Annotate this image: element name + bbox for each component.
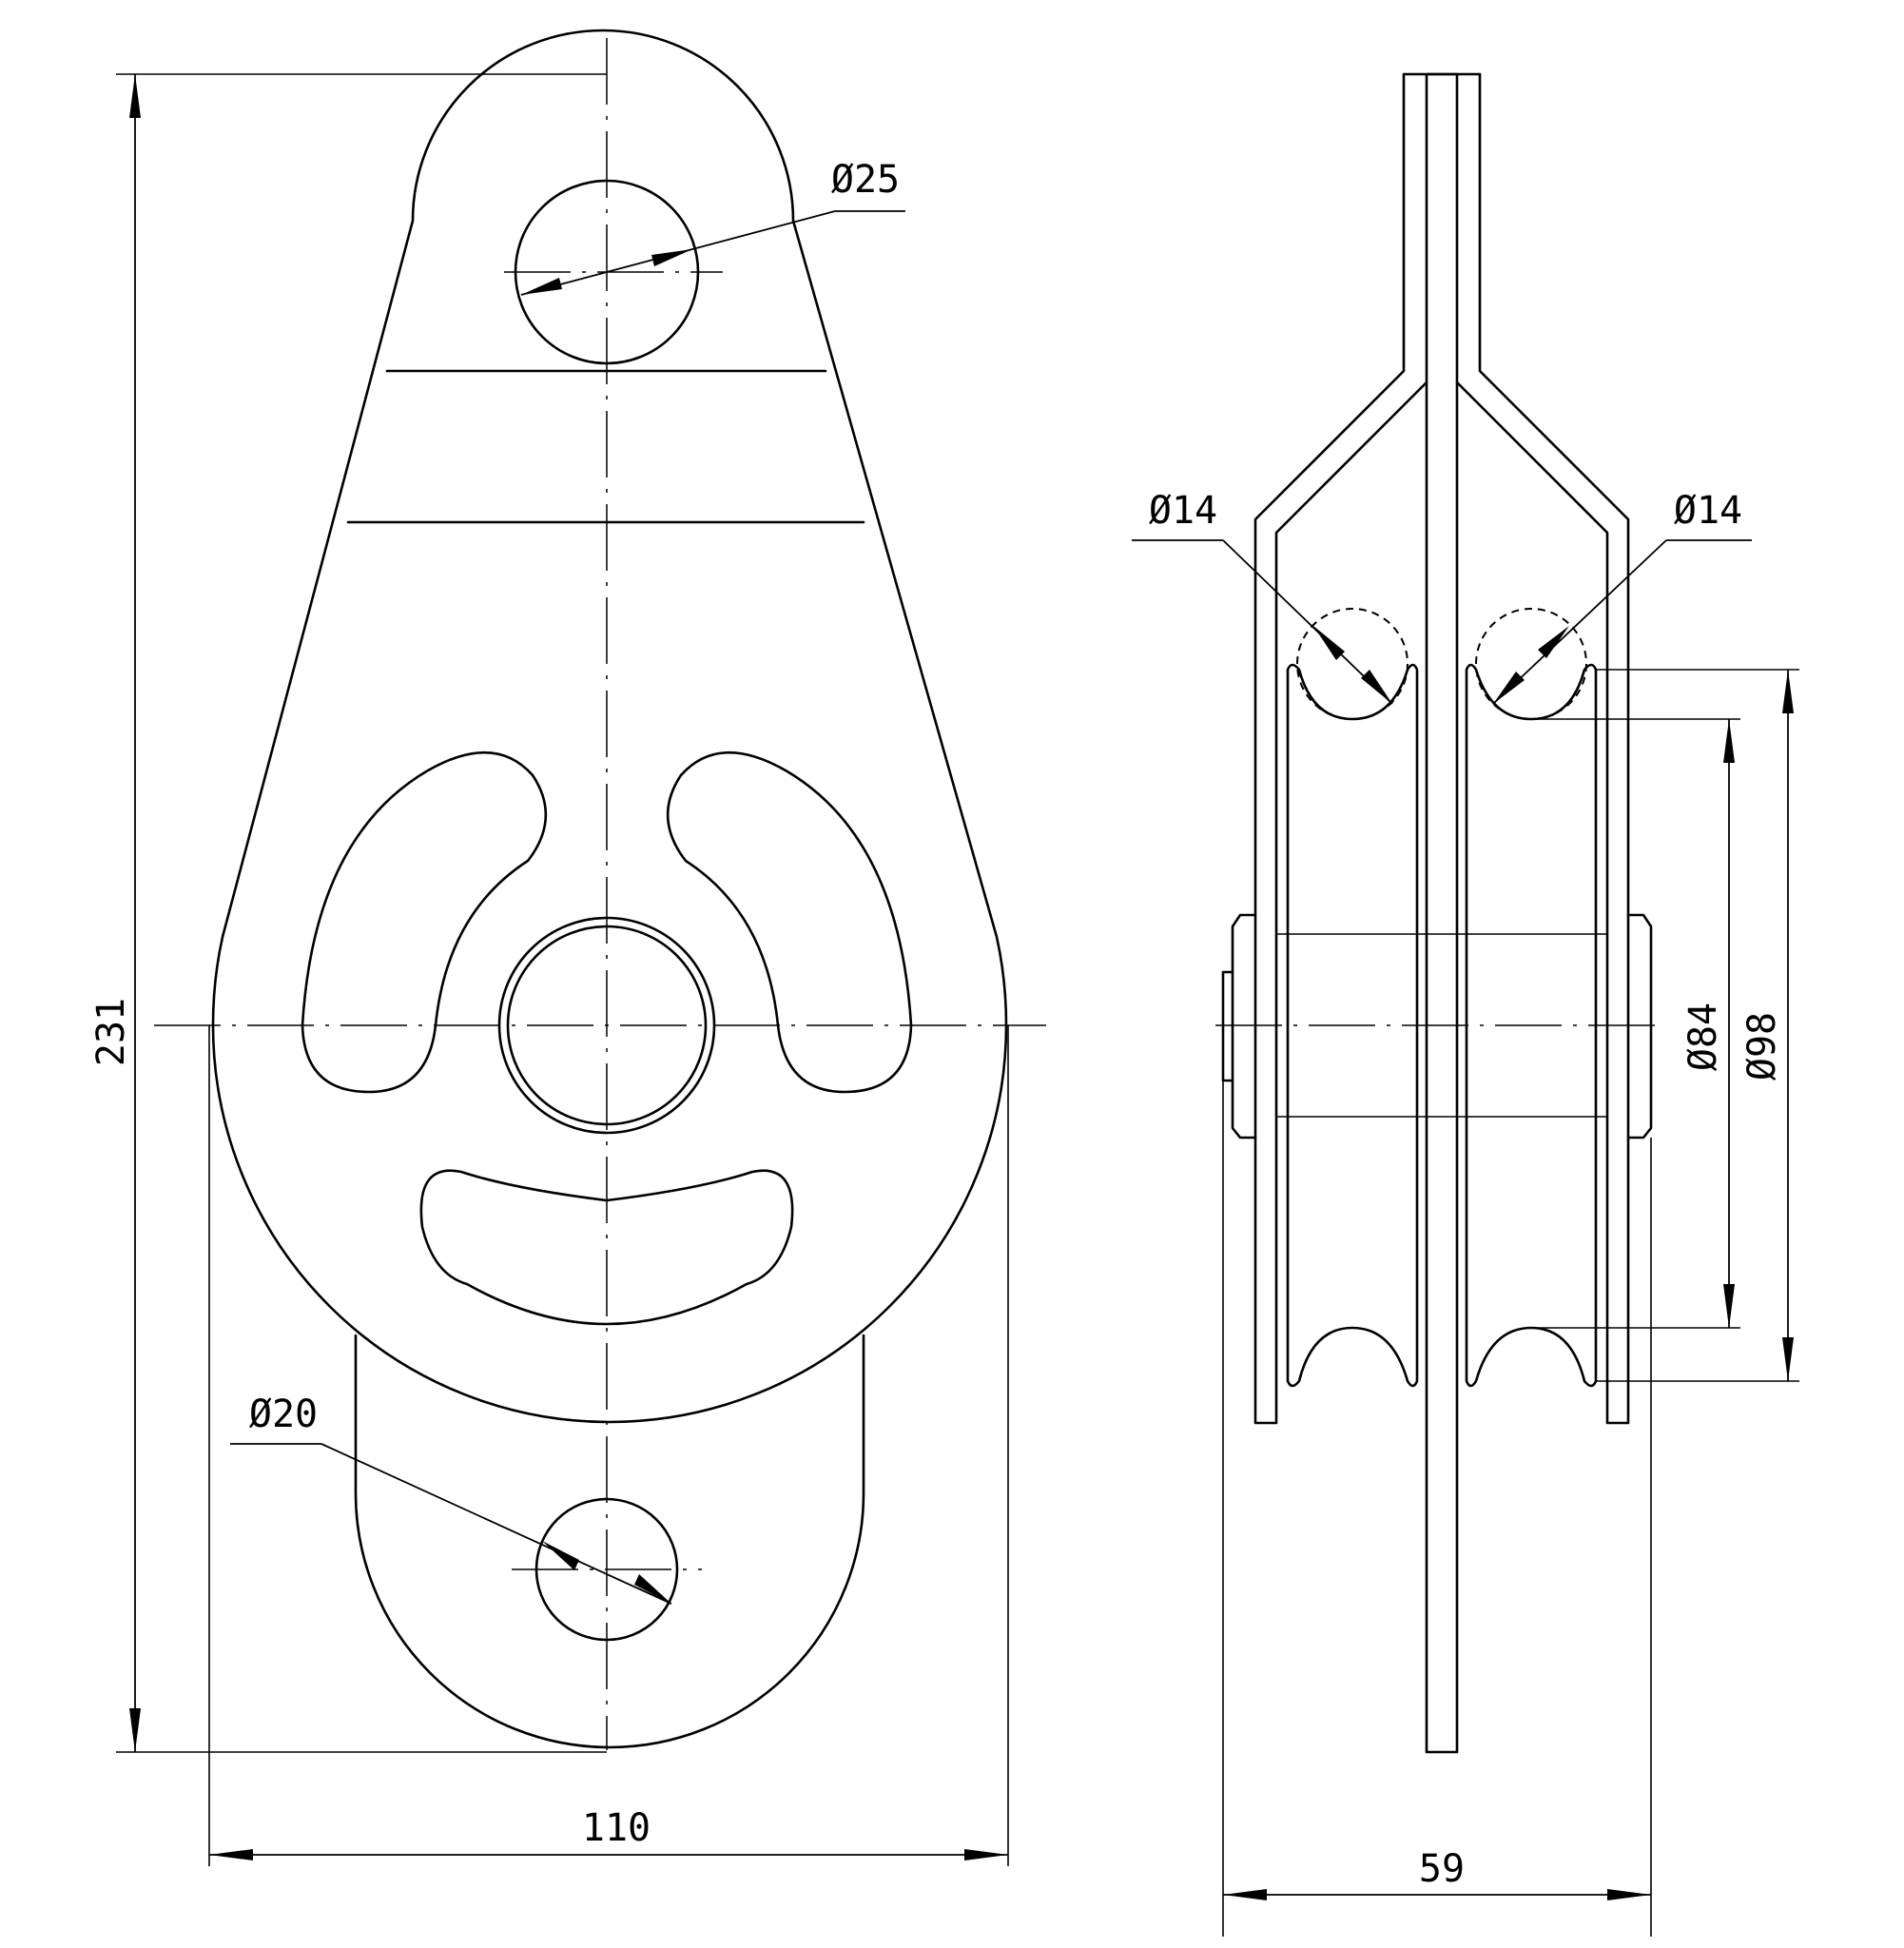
center-plate [1425, 72, 1459, 1754]
height-arrow-top [129, 74, 141, 118]
rope-right-arrow-b [1538, 626, 1569, 658]
rope-right-dim-label: Ø14 [1674, 489, 1742, 533]
side-width-dim-label: 59 [1419, 1847, 1465, 1891]
groove-arrow-bottom [1723, 1284, 1735, 1328]
top-hole-arrow-b [651, 249, 692, 266]
bottom-hole-arrow-b [542, 1541, 579, 1570]
top-hole-arrow-a [521, 278, 562, 295]
sheave-arrow-bottom [1782, 1337, 1794, 1381]
side-view: 59 Ø14 Ø14 Ø84 Ø98 [1132, 72, 1799, 1937]
bottom-hole-arrow-a [634, 1574, 671, 1604]
width-dim-label: 110 [582, 1806, 651, 1850]
rope-left-arrow-a [1361, 670, 1392, 704]
rope-right-arrow-a [1493, 672, 1525, 704]
groove-dim-label: Ø84 [1681, 1003, 1725, 1071]
shank-right-outer [1455, 72, 1630, 1425]
bottom-tab-outline [354, 1334, 865, 1749]
bottom-hole-leader-diag [321, 1443, 672, 1605]
axle-left-cap [1221, 970, 1234, 1082]
front-view: 231 110 Ø25 Ø20 [89, 29, 1046, 1866]
right-slot [666, 750, 913, 1094]
bottom-slot [419, 1169, 794, 1326]
axle-left [1231, 913, 1257, 1140]
height-arrow-bottom [129, 1708, 141, 1752]
sheave-arrow-top [1782, 670, 1794, 713]
rope-left-circle [1296, 608, 1409, 720]
rope-left-arrow-b [1313, 626, 1345, 660]
rope-right-leader [1492, 539, 1667, 705]
rope-left-dim-label: Ø14 [1149, 489, 1217, 533]
left-sheave [1286, 663, 1419, 1388]
side-width-arrow-left [1223, 1889, 1267, 1900]
axle-right [1626, 913, 1653, 1140]
sheave-dim-label: Ø98 [1740, 1012, 1784, 1081]
front-body-outline [211, 29, 1008, 1424]
top-hole-dim-label: Ø25 [831, 158, 900, 202]
groove-arrow-top [1723, 719, 1735, 763]
left-slot [301, 750, 548, 1094]
height-dim-label: 231 [89, 998, 133, 1066]
shank-left-outer [1253, 72, 1428, 1425]
width-arrow-left [209, 1849, 253, 1860]
width-arrow-right [964, 1849, 1008, 1860]
bottom-hole-dim-label: Ø20 [249, 1393, 318, 1436]
side-width-arrow-right [1607, 1889, 1651, 1900]
